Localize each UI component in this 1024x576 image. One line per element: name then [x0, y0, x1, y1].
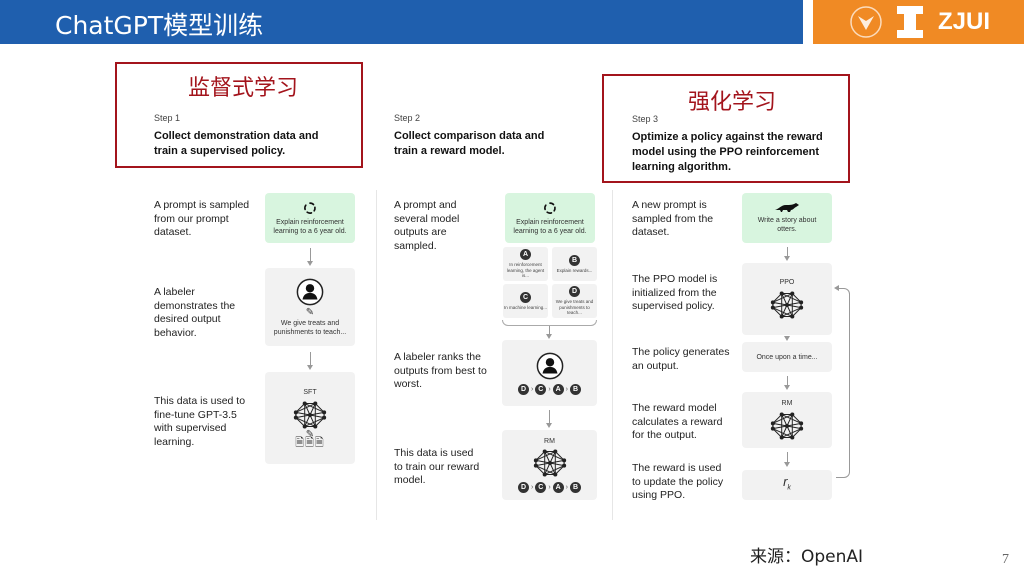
otter-icon: [775, 203, 799, 212]
illinois-i-icon: [897, 6, 923, 38]
openai-spinner-icon: [543, 201, 557, 215]
supervised-highlight-box: [115, 62, 363, 168]
option-text: We give treats and punishments to teach.…: [555, 299, 594, 316]
reinforcement-label: 强化学习: [688, 90, 777, 115]
openai-spinner-icon: [303, 201, 317, 215]
policy-output-card: Once upon a time...: [742, 342, 832, 372]
output-text: Once upon a time...: [756, 353, 818, 361]
flow-arrow: [307, 248, 313, 266]
prompt-text: Write a story about otters.: [757, 217, 817, 233]
feedback-loop-arrow: [836, 288, 850, 478]
reinforcement-highlight-box: [602, 74, 850, 183]
source-credit: 来源：OpenAI: [750, 547, 864, 567]
rank-badge: B: [570, 482, 582, 493]
labeler-person-icon: [536, 352, 564, 380]
labeler-card: ✎ We give treats and punishments to teac…: [265, 268, 355, 346]
step3-desc: The reward model calculates a reward for…: [632, 402, 723, 441]
rm-label: RM: [544, 438, 555, 445]
option-text: In machine learning...: [503, 304, 548, 310]
flow-arrow: [784, 247, 790, 261]
option-text: In reinforcement learning, the agent is.…: [506, 262, 545, 279]
reward-model-card: RM D›C›A›B: [502, 430, 597, 500]
step1-desc: This data is used to fine-tune GPT-3.5 w…: [154, 395, 246, 448]
flow-arrow: [784, 376, 790, 390]
step3-desc: A new prompt is sampled from the dataset…: [632, 199, 714, 238]
rank-badge: A: [552, 383, 564, 395]
rank-badge: C: [535, 383, 547, 395]
rank-badge: C: [535, 482, 547, 493]
page-number: 7: [1002, 552, 1009, 567]
option-badge: C: [520, 291, 531, 303]
step3-desc: The reward is used to update the policy …: [632, 462, 724, 501]
rm-label: RM: [781, 400, 793, 407]
flow-arrow: [307, 352, 313, 370]
documents-icon: 🗎🗎🗎: [295, 437, 325, 449]
ranking-card: D›C›A›B: [502, 340, 597, 406]
rank-badge: B: [570, 383, 582, 395]
step1-label: Step 1: [154, 113, 181, 123]
brand-name: ZJUI: [938, 8, 991, 35]
header-bar: [0, 0, 803, 44]
option-text: Explain rewards...: [556, 267, 593, 273]
pencil-icon: ✎: [305, 429, 315, 440]
prompt-text: Explain reinforcement learning to a 6 ye…: [513, 218, 587, 235]
rank-badge: A: [552, 482, 564, 493]
reward-model-card: RM: [742, 392, 832, 448]
pencil-icon: ✎: [305, 306, 315, 318]
prompt-card: Write a story about otters.: [742, 193, 832, 243]
zju-seal-icon: [850, 6, 882, 38]
option-badge: B: [569, 254, 580, 266]
step2-desc: This data is used to train our reward mo…: [394, 447, 480, 486]
neural-network-icon: [769, 411, 805, 441]
step3-label: Step 3: [632, 114, 659, 124]
step1-heading: Collect demonstration data and train a s…: [154, 130, 319, 157]
rank-badge: D: [517, 383, 529, 395]
sft-label: SFT: [303, 389, 317, 396]
flow-arrow: [546, 410, 552, 428]
prompt-text: Explain reinforcement learning to a 6 ye…: [273, 218, 347, 235]
supervised-label: 监督式学习: [188, 76, 299, 101]
sft-card: SFT ✎ 🗎🗎🗎: [265, 372, 355, 464]
step3-desc: The policy generates an output.: [632, 346, 730, 372]
ppo-label: PPO: [779, 279, 795, 286]
step2-heading: Collect comparison data and train a rewa…: [394, 130, 545, 157]
feedback-arrowhead: [834, 285, 839, 291]
neural-network-icon: [532, 448, 568, 478]
step2-desc: A labeler ranks the outputs from best to…: [394, 351, 487, 390]
rank-badge: D: [517, 482, 529, 493]
option-badge: A: [520, 249, 531, 261]
step1-desc: A prompt is sampled from our prompt data…: [154, 199, 250, 238]
reward-symbol: rk: [783, 473, 791, 496]
reward-r: r: [783, 473, 788, 489]
slide-title: ChatGPT模型训练: [55, 11, 264, 40]
step1-desc: A labeler demonstrates the desired outpu…: [154, 286, 236, 339]
reward-card: rk: [742, 470, 832, 500]
prompt-card: Explain reinforcement learning to a 6 ye…: [505, 193, 595, 243]
ppo-card: PPO: [742, 263, 832, 335]
reward-subscript: k: [787, 484, 791, 492]
neural-network-icon: [292, 400, 328, 430]
ranking: D›C›A›B: [517, 383, 582, 395]
step3-heading: Optimize a policy against the reward mod…: [632, 131, 823, 173]
step2-label: Step 2: [394, 113, 421, 123]
flow-arrow: [784, 452, 790, 467]
brand-bar: ZJUI: [813, 0, 1024, 44]
demonstration-text: We give treats and punishments to teach.…: [273, 319, 347, 336]
ranking: D›C›A›B: [517, 482, 582, 493]
column-divider: [376, 190, 377, 520]
step3-desc: The PPO model is initialized from the su…: [632, 273, 718, 312]
option-badge: D: [569, 286, 580, 298]
neural-network-icon: [769, 290, 805, 320]
step2-desc: A prompt and several model outputs are s…: [394, 199, 460, 252]
labeler-person-icon: [296, 278, 324, 306]
flow-arrow: [546, 326, 552, 339]
column-divider: [612, 190, 613, 520]
prompt-card: Explain reinforcement learning to a 6 ye…: [265, 193, 355, 243]
